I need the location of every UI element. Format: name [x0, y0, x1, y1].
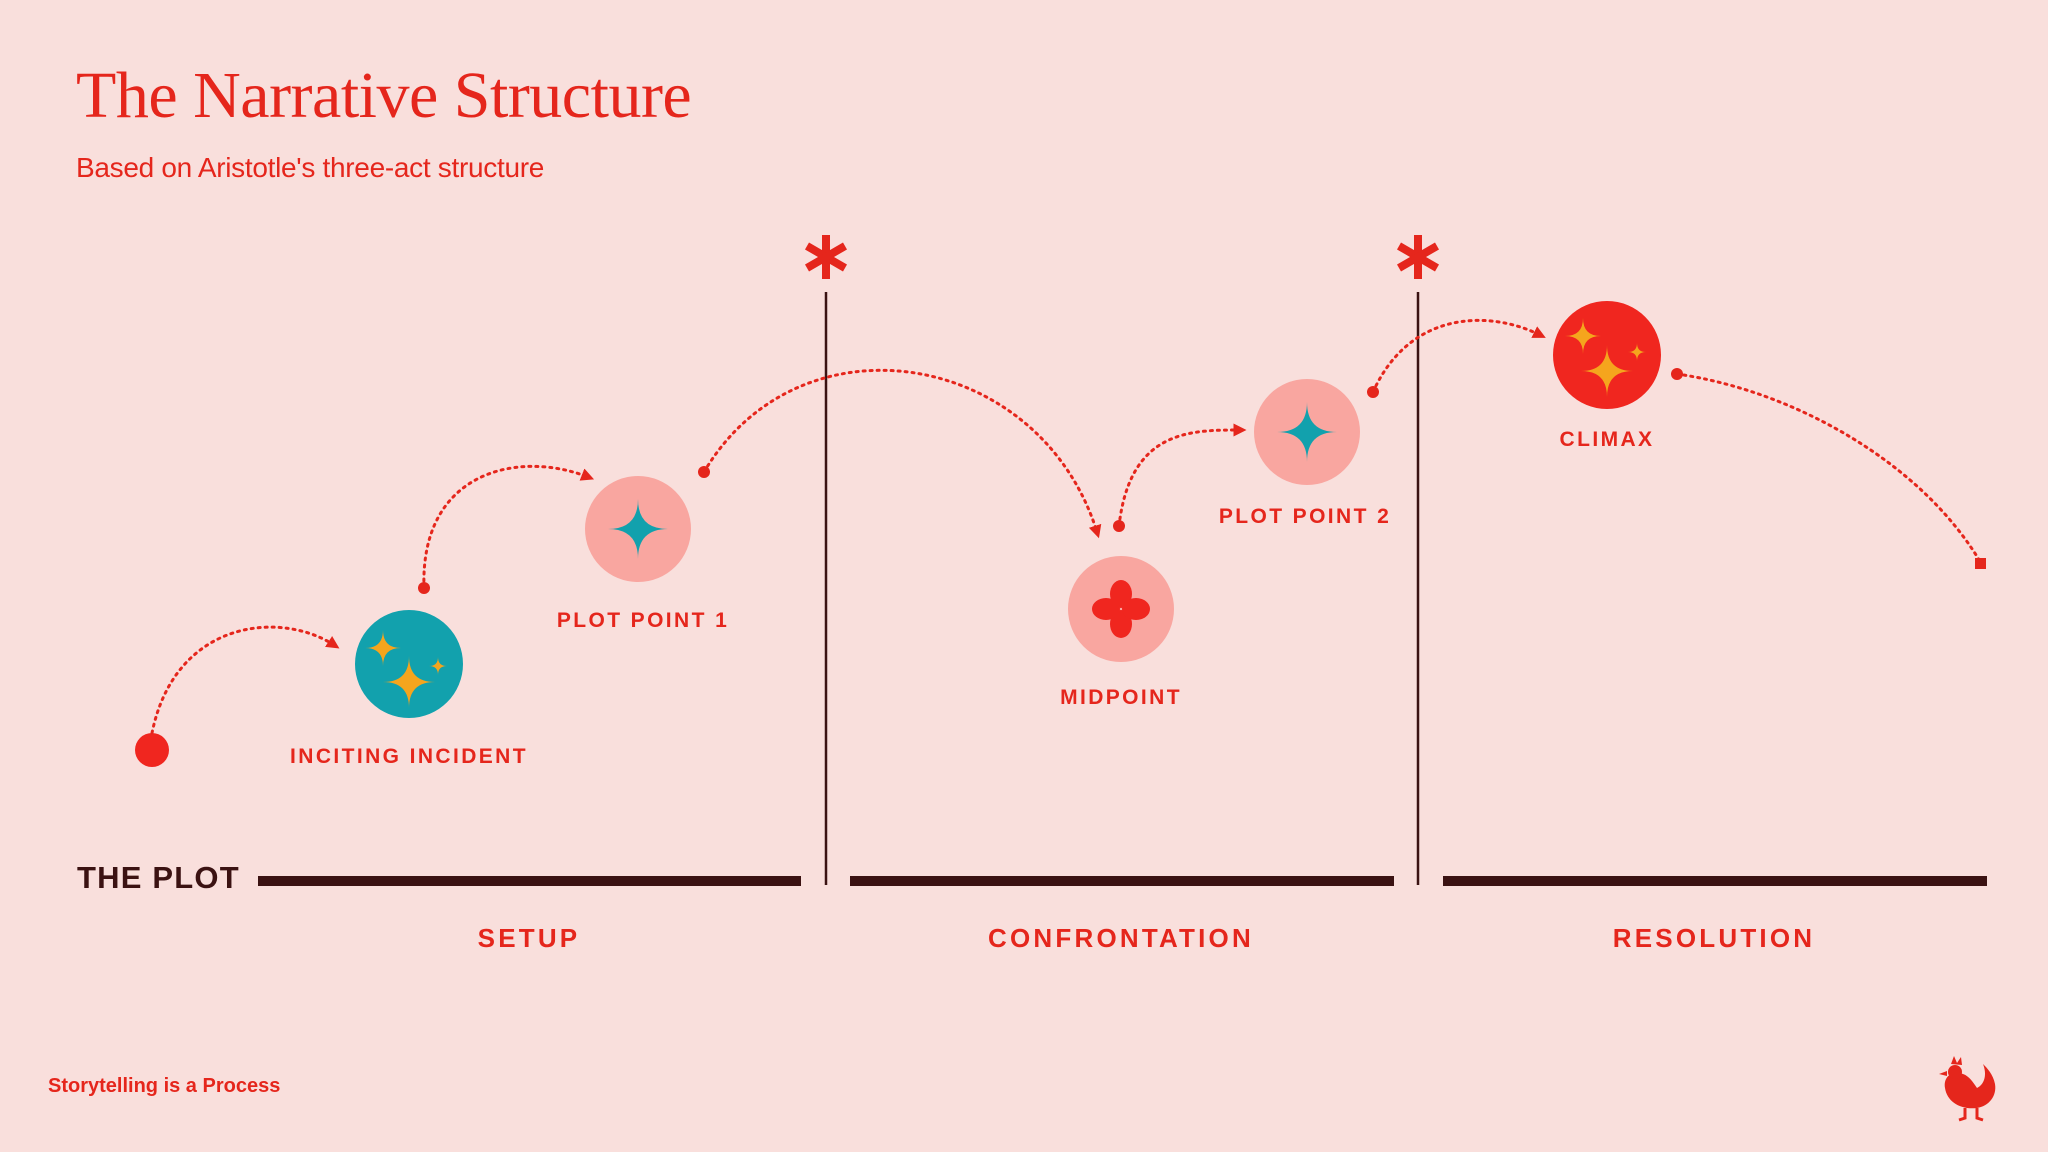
climax-node	[1553, 301, 1661, 409]
arc-inciting-to-pp1	[422, 464, 595, 590]
plot-point-1-node	[585, 476, 691, 582]
arc-dot	[1671, 368, 1683, 380]
midpoint-node	[1068, 556, 1174, 662]
point-label-plot-point-2: PLOT POINT 2	[1218, 505, 1392, 528]
arc-dot	[418, 582, 430, 594]
arc-pp2-to-climax	[1371, 318, 1546, 394]
asterisk-icon	[804, 235, 848, 279]
sparkles-icon	[365, 630, 447, 708]
timeline-segment-setup	[258, 876, 801, 886]
footer-tagline: Storytelling is a Process	[48, 1075, 281, 1097]
sparkles-icon	[1565, 318, 1646, 397]
plot-label: THE PLOT	[77, 860, 240, 895]
sparkle-icon	[1277, 402, 1337, 462]
act-label-resolution: RESOLUTION	[1612, 923, 1816, 953]
plot-point-2-node	[1254, 379, 1360, 485]
story-end-marker	[1975, 558, 1986, 569]
arc-dot	[1113, 520, 1125, 532]
arc-pp1-to-midpoint	[702, 368, 1102, 539]
story-start-dot	[135, 733, 169, 767]
node-circle	[1068, 556, 1174, 662]
rooster-icon	[1939, 1056, 1996, 1122]
timeline-segment-confrontation	[850, 876, 1394, 886]
point-label-climax: CLIMAX	[1559, 428, 1655, 451]
timeline-segment-resolution	[1443, 876, 1987, 886]
point-label-inciting-incident: INCITING INCIDENT	[290, 745, 528, 768]
arc-dot	[698, 466, 710, 478]
asterisk-icon	[1396, 235, 1440, 279]
act-label-setup: SETUP	[477, 923, 581, 953]
arc-midpoint-to-pp2	[1117, 423, 1247, 528]
arc-climax-to-end	[1675, 372, 1983, 565]
act-label-confrontation: CONFRONTATION	[988, 923, 1254, 953]
point-label-plot-point-1: PLOT POINT 1	[556, 609, 730, 632]
page-subtitle: Based on Aristotle's three-act structure	[76, 152, 545, 183]
flower-icon	[1092, 580, 1150, 638]
page-title: The Narrative Structure	[76, 59, 692, 132]
arc-dot	[1367, 386, 1379, 398]
inciting-incident-node	[355, 610, 463, 718]
sparkle-icon	[608, 499, 668, 559]
point-label-midpoint: MIDPOINT	[1060, 686, 1182, 709]
arc-start-to-inciting	[150, 625, 340, 735]
